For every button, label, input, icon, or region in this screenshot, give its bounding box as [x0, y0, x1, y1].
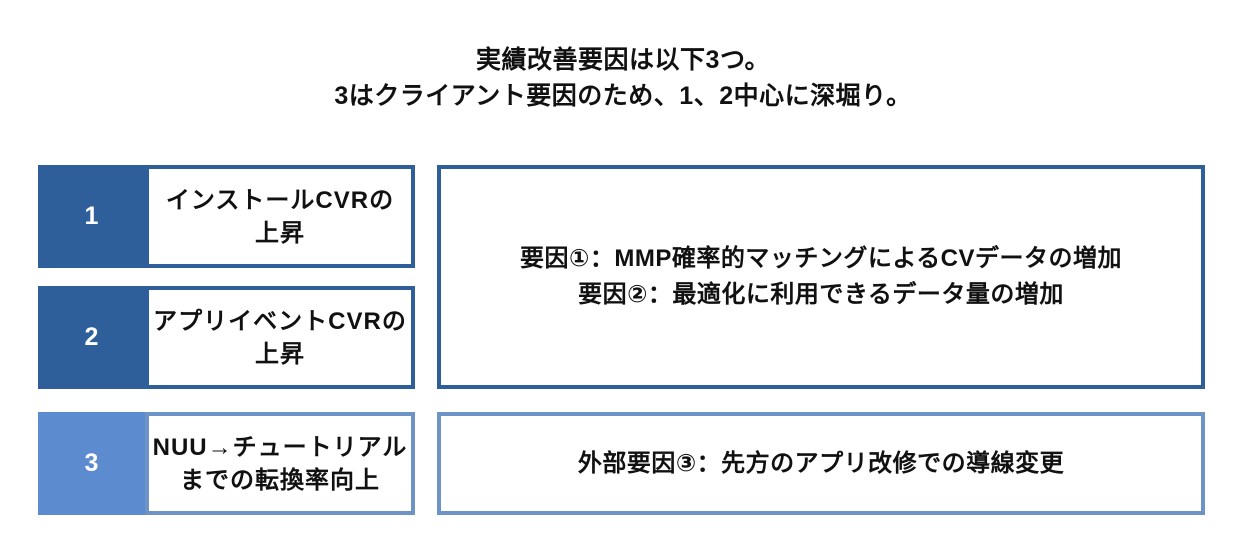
factor-number-badge-2: 2 [38, 286, 145, 389]
factor-number-badge-1: 1 [38, 165, 145, 268]
factor-row-2: 2 アプリイベントCVRの 上昇 [38, 286, 415, 389]
factor-label-2: アプリイベントCVRの 上昇 [145, 286, 415, 389]
factor-row-3: 3 NUU→チュートリアル までの転換率向上 [38, 412, 415, 515]
factor-number-badge-3: 3 [38, 412, 145, 515]
factor-label-1: インストールCVRの 上昇 [145, 165, 415, 268]
detail-box-factor-3: 外部要因③：先方のアプリ改修での導線変更 [437, 412, 1205, 515]
factor-row-1: 1 インストールCVRの 上昇 [38, 165, 415, 268]
factor-label-3: NUU→チュートリアル までの転換率向上 [145, 412, 415, 515]
page-title: 実績改善要因は以下3つ。 3はクライアント要因のため、1、2中心に深堀り。 [334, 46, 912, 110]
detail-box-factors-1-2: 要因①：MMP確率的マッチングによるCVデータの増加 要因②：最適化に利用できる… [437, 165, 1205, 389]
